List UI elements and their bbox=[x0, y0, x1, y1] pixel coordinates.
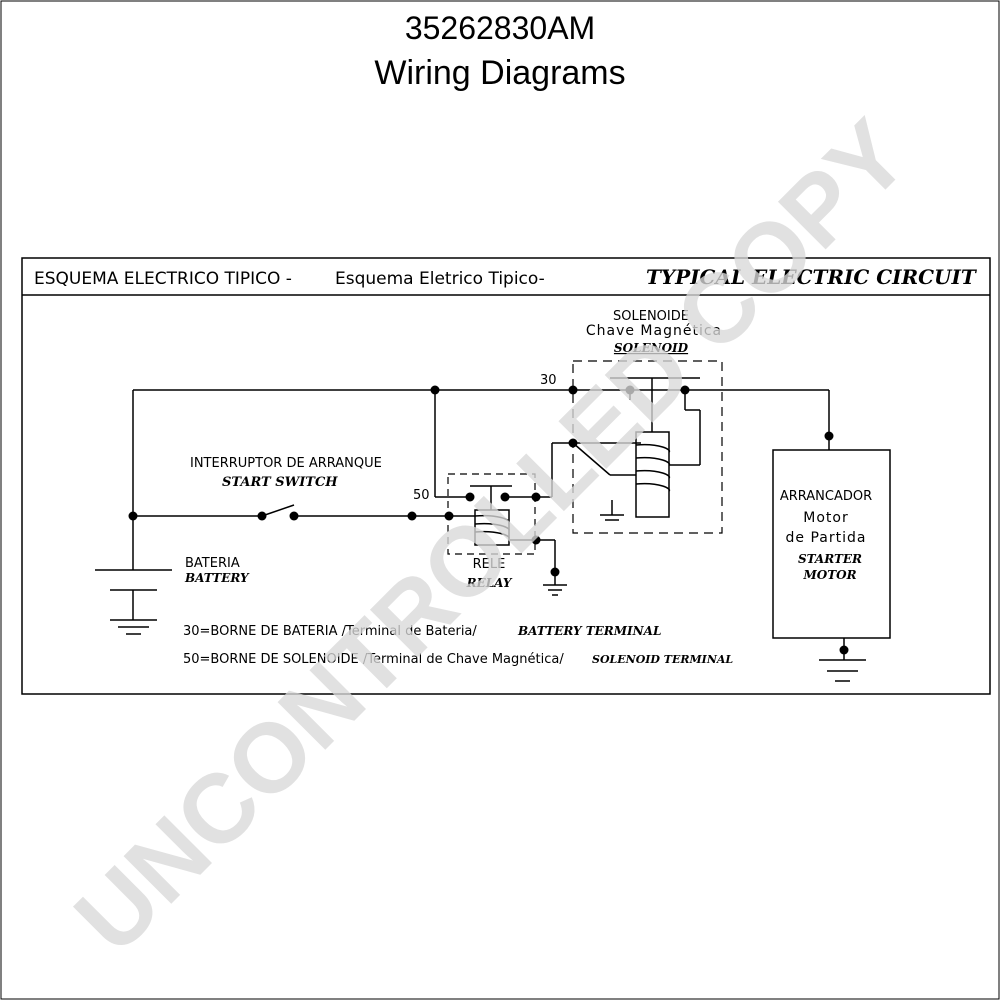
junction-dot bbox=[444, 511, 454, 521]
junction-dot bbox=[465, 492, 475, 502]
relay-label-en: RELAY bbox=[466, 576, 513, 590]
junction-dot bbox=[568, 438, 578, 448]
starter-label-pt-2: de Partida bbox=[786, 530, 867, 546]
junction-dot bbox=[680, 385, 690, 395]
junction-dot bbox=[568, 385, 578, 395]
legend-line-1: 30=BORNE DE BATERIA /Terminal de Bateria… bbox=[183, 624, 477, 639]
junction-dot bbox=[500, 492, 510, 502]
junction-dots bbox=[128, 385, 849, 655]
relay-symbol bbox=[470, 485, 512, 546]
header-english: TYPICAL ELECTRIC CIRCUIT bbox=[646, 265, 978, 289]
junction-dot bbox=[407, 511, 417, 521]
starter-label-es: ARRANCADOR bbox=[780, 489, 872, 504]
solenoid-label-en: SOLENOID bbox=[614, 341, 689, 355]
battery-symbol bbox=[95, 569, 172, 635]
relay-label-es: RELE bbox=[473, 557, 506, 572]
junction-dot bbox=[625, 385, 635, 395]
legend-line-2: 50=BORNE DE SOLENOIDE /Terminal de Chave… bbox=[183, 652, 564, 667]
solenoid-label-pt: Chave Magnética bbox=[586, 323, 722, 339]
junction-dot bbox=[824, 431, 834, 441]
header-portuguese: Esquema Eletrico Tipico- bbox=[335, 269, 545, 289]
solenoid-label-es: SOLENOIDE bbox=[613, 309, 689, 324]
header-spanish: ESQUEMA ELECTRICO TIPICO - bbox=[34, 269, 292, 289]
document-title: Wiring Diagrams bbox=[374, 54, 626, 92]
terminal-50-label: 50 bbox=[413, 488, 430, 503]
part-number: 35262830AM bbox=[404, 10, 596, 46]
start-switch-label-es: INTERRUPTOR DE ARRANQUE bbox=[190, 456, 382, 471]
junction-dot bbox=[289, 511, 299, 521]
motor-ground-symbol bbox=[819, 659, 866, 682]
battery-label-es: BATERIA bbox=[185, 556, 240, 571]
legend-line-2-en: SOLENOID TERMINAL bbox=[592, 653, 733, 666]
junction-dot bbox=[550, 567, 560, 577]
junction-dot bbox=[257, 511, 267, 521]
terminal-30-label: 30 bbox=[540, 373, 557, 388]
relay-ground-symbol bbox=[543, 584, 567, 596]
starter-label-pt-1: Motor bbox=[803, 510, 848, 526]
solenoid-symbol bbox=[572, 377, 701, 518]
junction-dot bbox=[839, 645, 849, 655]
junction-dot bbox=[531, 535, 541, 545]
start-switch-contact bbox=[261, 504, 295, 517]
start-switch-label-en: START SWITCH bbox=[222, 475, 338, 490]
solenoid-ground-symbol bbox=[600, 500, 624, 521]
starter-label-en-1: STARTER bbox=[798, 552, 862, 566]
junction-dot bbox=[531, 492, 541, 502]
junction-dot bbox=[128, 511, 138, 521]
battery-label-en: BATTERY bbox=[184, 571, 250, 585]
starter-motor-box bbox=[772, 449, 891, 639]
junction-dot bbox=[430, 385, 440, 395]
starter-label-en-2: MOTOR bbox=[802, 568, 856, 582]
legend-line-1-en: BATTERY TERMINAL bbox=[517, 624, 661, 638]
diagram-frame bbox=[21, 257, 991, 695]
